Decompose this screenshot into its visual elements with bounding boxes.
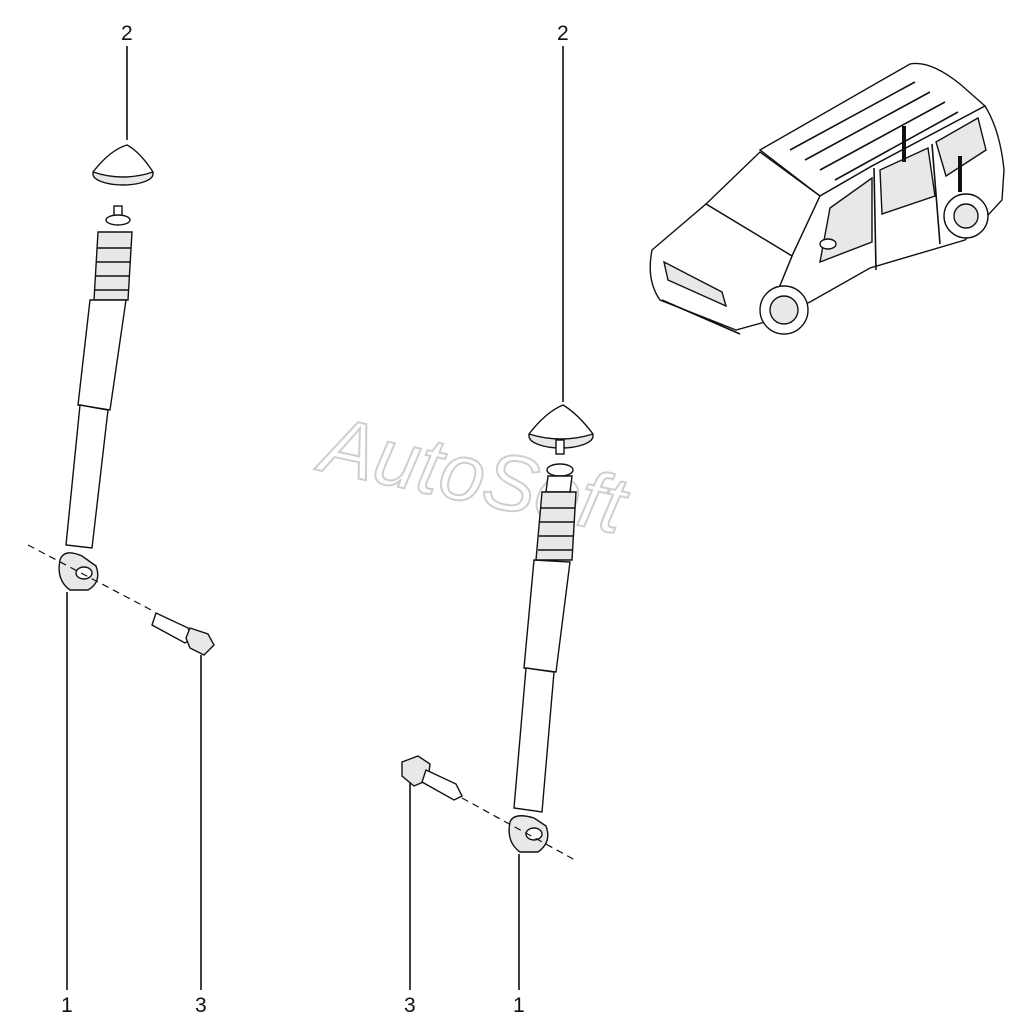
callout-left-absorber: 1	[61, 994, 73, 1017]
callout-left-bolt: 3	[195, 994, 207, 1017]
right-bolt-part	[401, 755, 463, 801]
left-shock-absorber-part	[58, 205, 133, 591]
watermark: AutoSoft	[311, 399, 636, 551]
vehicle-locator-illustration	[649, 62, 1005, 335]
right-assembly-axis	[461, 797, 576, 861]
right-cap-part	[527, 404, 595, 449]
callout-left-cap: 2	[121, 22, 133, 45]
right-shock-absorber-part	[508, 439, 577, 853]
callout-right-cap: 2	[557, 22, 569, 45]
callout-right-absorber: 1	[513, 994, 525, 1017]
callout-right-bolt: 3	[404, 994, 416, 1017]
left-cap-part	[91, 144, 155, 186]
left-bolt-part	[151, 612, 215, 656]
